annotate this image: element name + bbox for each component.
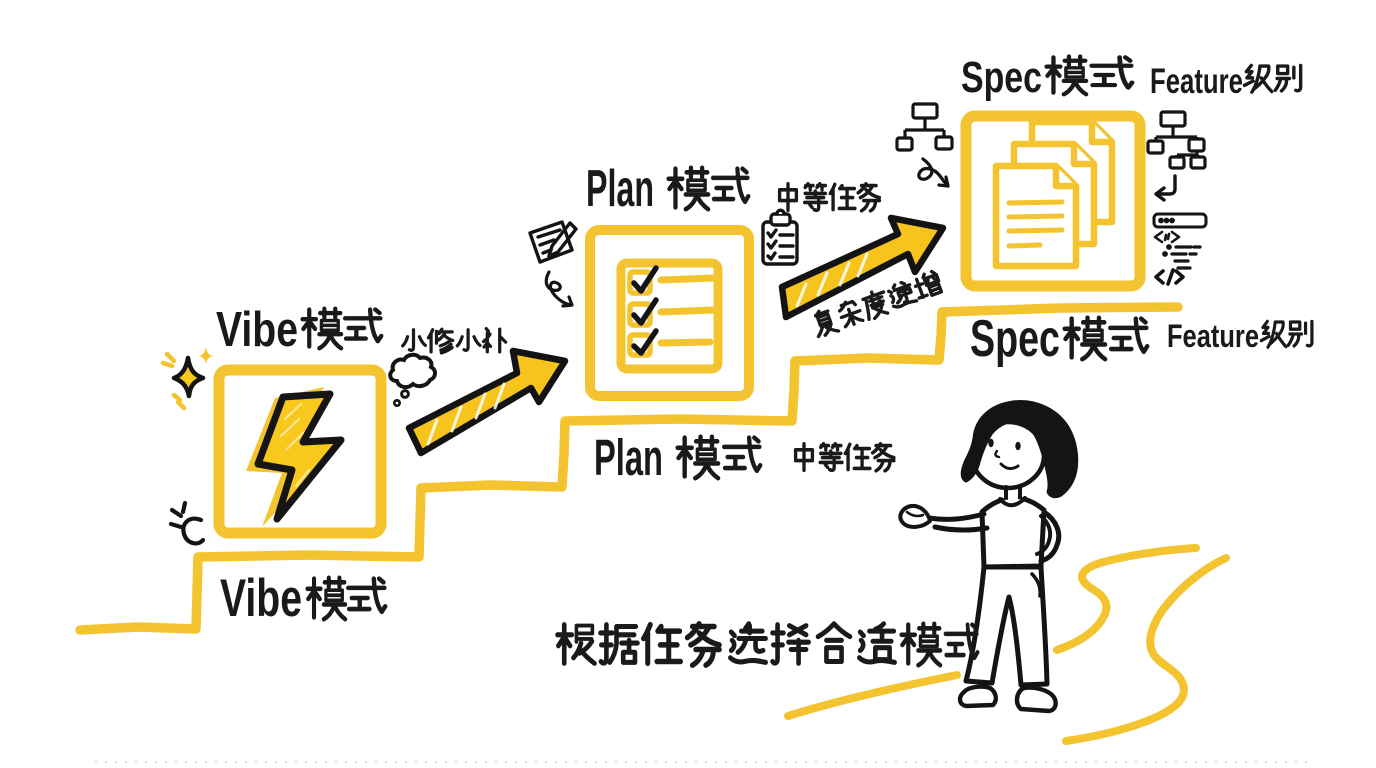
svg-text:Feature: Feature	[1150, 62, 1243, 101]
svg-text:Vibe: Vibe	[220, 569, 302, 628]
svg-text:Vibe: Vibe	[216, 303, 298, 357]
svg-text:Plan: Plan	[586, 160, 654, 218]
svg-text:Feature: Feature	[1167, 318, 1259, 354]
svg-text:Plan: Plan	[594, 429, 663, 486]
svg-text:Spec: Spec	[970, 310, 1060, 368]
svg-text:Spec: Spec	[961, 53, 1042, 102]
